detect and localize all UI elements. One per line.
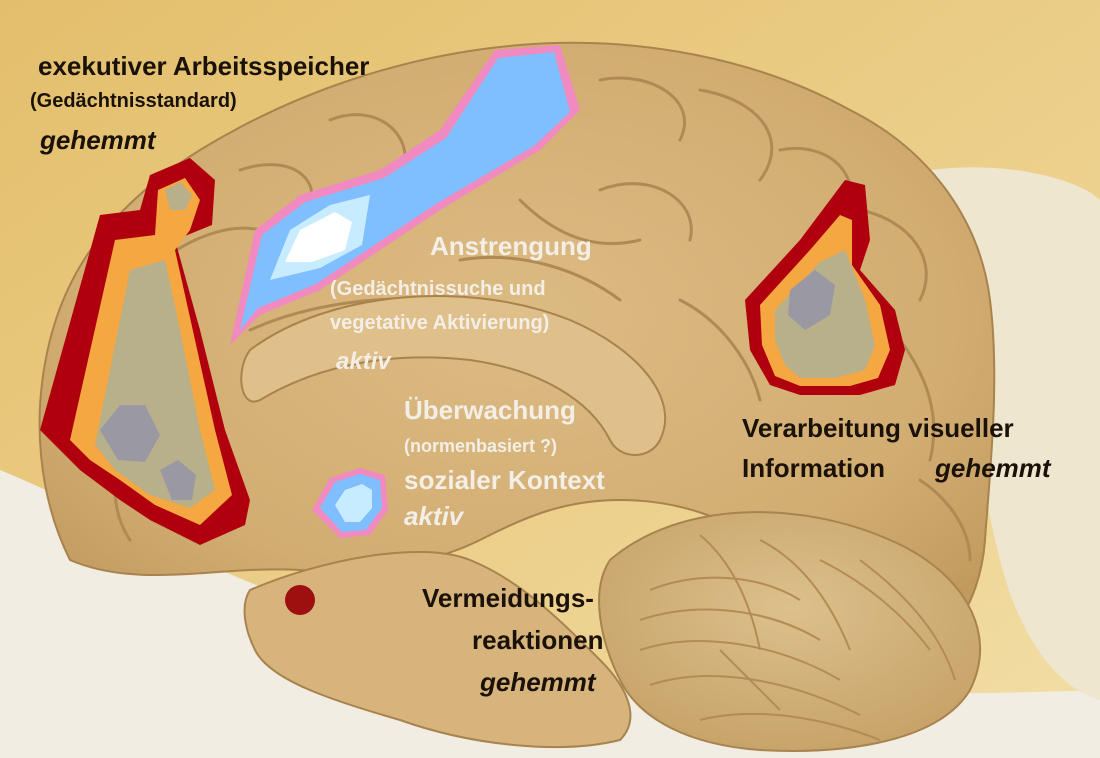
avoidance-line1: Vermeidungs- bbox=[422, 584, 594, 614]
visual-line2: Information bbox=[742, 454, 885, 484]
executive-title: exekutiver Arbeitsspeicher bbox=[38, 52, 369, 82]
monitoring-status: aktiv bbox=[404, 502, 463, 532]
avoidance-status: gehemmt bbox=[480, 668, 596, 698]
executive-status: gehemmt bbox=[40, 126, 156, 156]
effort-title: Anstrengung bbox=[430, 232, 592, 262]
effort-sub1: (Gedächtnissuche und bbox=[330, 278, 546, 301]
visual-status: gehemmt bbox=[935, 454, 1051, 484]
executive-sub: (Gedächtnisstandard) bbox=[30, 90, 237, 113]
inhibited-spot bbox=[285, 585, 315, 615]
effort-status: aktiv bbox=[336, 348, 391, 376]
avoidance-line2: reaktionen bbox=[472, 626, 604, 656]
visual-line1: Verarbeitung visueller bbox=[742, 414, 1014, 444]
monitoring-title: Überwachung bbox=[404, 396, 576, 426]
effort-sub2: vegetative Aktivierung) bbox=[330, 312, 549, 335]
monitoring-sub: (normenbasiert ?) bbox=[404, 436, 557, 457]
monitoring-context: sozialer Kontext bbox=[404, 466, 605, 496]
